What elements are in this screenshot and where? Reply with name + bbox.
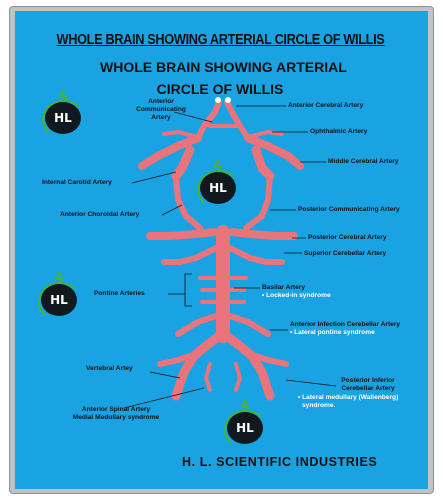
title-banner: WHOLE BRAIN SHOWING ARTERIAL CIRCLE OF W… [56, 32, 385, 48]
title-line-1: WHOLE BRAIN SHOWING ARTERIAL [100, 59, 347, 75]
label-vertebral-artery: Vertebral Artey [86, 365, 133, 372]
pontine-bracket [184, 273, 192, 307]
label-anterior-choroidal-artery: Anterior Choroidal Artery [60, 211, 140, 218]
sprout-icon [59, 90, 67, 100]
posterior-communicating-artery-right [243, 173, 273, 231]
anterior-cerebral-tip-right [225, 97, 231, 103]
hl-logo-bottom: HL [222, 400, 268, 450]
sprout-icon [55, 272, 63, 282]
leader-ica [131, 171, 177, 184]
logo-text: HL [209, 181, 227, 195]
label-basilar-note: • Locked-in syndrome [262, 292, 331, 299]
internal-carotid-artery-right [251, 145, 275, 181]
label-aica: Anterior Infection Cerebellar Artery [290, 321, 401, 328]
superior-cerebellar-artery-right [227, 245, 285, 265]
label-middle-cerebral-artery: Middle Cerebral Artery [328, 158, 399, 165]
leader-vertebral [149, 371, 181, 379]
label-anterior-communicating: Anterior Communicating Artery [136, 98, 186, 121]
posterior-cerebral-artery-right [228, 228, 298, 240]
company-footer: H. L. SCIENTIFIC INDUSTRIES [182, 455, 378, 469]
label-posterior-cerebral-artery: Posterior Cerebral Artery [308, 234, 387, 241]
leader-acomm [173, 111, 213, 123]
label-internal-carotid-artery: Internal Carotid Artery [42, 179, 112, 186]
label-posterior-communicating-artery: Posterior Communicating Artery [298, 206, 400, 213]
label-anterior-cerebral-artery: Anterior Cerebral Artery [288, 102, 364, 109]
logo-text: HL [236, 421, 254, 435]
hl-logo-mid-left: HL [36, 272, 82, 322]
sprout-icon [214, 160, 222, 170]
label-anterior-spinal-artery: Anterior Spinal Artery Medial Medullary … [72, 406, 160, 421]
middle-cerebral-artery-left [138, 134, 202, 170]
pica-right [247, 351, 289, 367]
label-ophthalmic-artery: Ophthalmic Artery [310, 128, 368, 135]
ophthalmic-artery-left [162, 130, 196, 138]
ophthalmic-artery-right [250, 130, 284, 138]
posterior-cerebral-artery-left [146, 228, 218, 240]
anterior-cerebral-tip-left [215, 97, 221, 103]
vertebral-artery-right [222, 331, 275, 401]
aica-right [227, 313, 271, 337]
anterior-cerebral-artery-right [224, 99, 251, 141]
sprout-icon [241, 400, 249, 410]
label-pica: Posterior Inferior Cerebellar Artery [341, 377, 395, 392]
posterior-communicating-artery-left [173, 173, 203, 231]
superior-cerebellar-artery-left [161, 245, 219, 265]
leader-pica [285, 379, 337, 387]
logo-text: HL [54, 111, 72, 125]
title-line-2: CIRCLE OF WILLIS [156, 81, 284, 97]
label-basilar-artery: Basilar Artery [262, 284, 306, 291]
label-pontine-arteries: Pontine Arteries [94, 290, 145, 297]
middle-cerebral-artery-right [244, 134, 304, 170]
hl-logo-center: HL [195, 160, 241, 210]
label-pica-note: • Lateral medullary (Wallenberg) syndrom… [298, 394, 399, 409]
hl-logo-top-left: HL [40, 90, 86, 140]
label-aica-note: • Lateral pontine syndrome [290, 329, 375, 336]
diagram-title: WHOLE BRAIN SHOWING ARTERIAL CIRCLE OF W… [100, 56, 347, 100]
logo-text: HL [50, 293, 68, 307]
pica-left [157, 351, 199, 367]
leader-achoroidal [161, 204, 183, 216]
anterior-spinal-artery [204, 362, 242, 392]
internal-carotid-artery-left [171, 145, 195, 181]
vertebral-artery-left [171, 331, 224, 401]
anterior-cerebral-artery-left [195, 99, 222, 141]
aica-left [175, 313, 219, 337]
label-superior-cerebellar-artery: Superior Cerebellar Artery [304, 250, 387, 257]
leader-anterior-spinal [123, 387, 205, 409]
